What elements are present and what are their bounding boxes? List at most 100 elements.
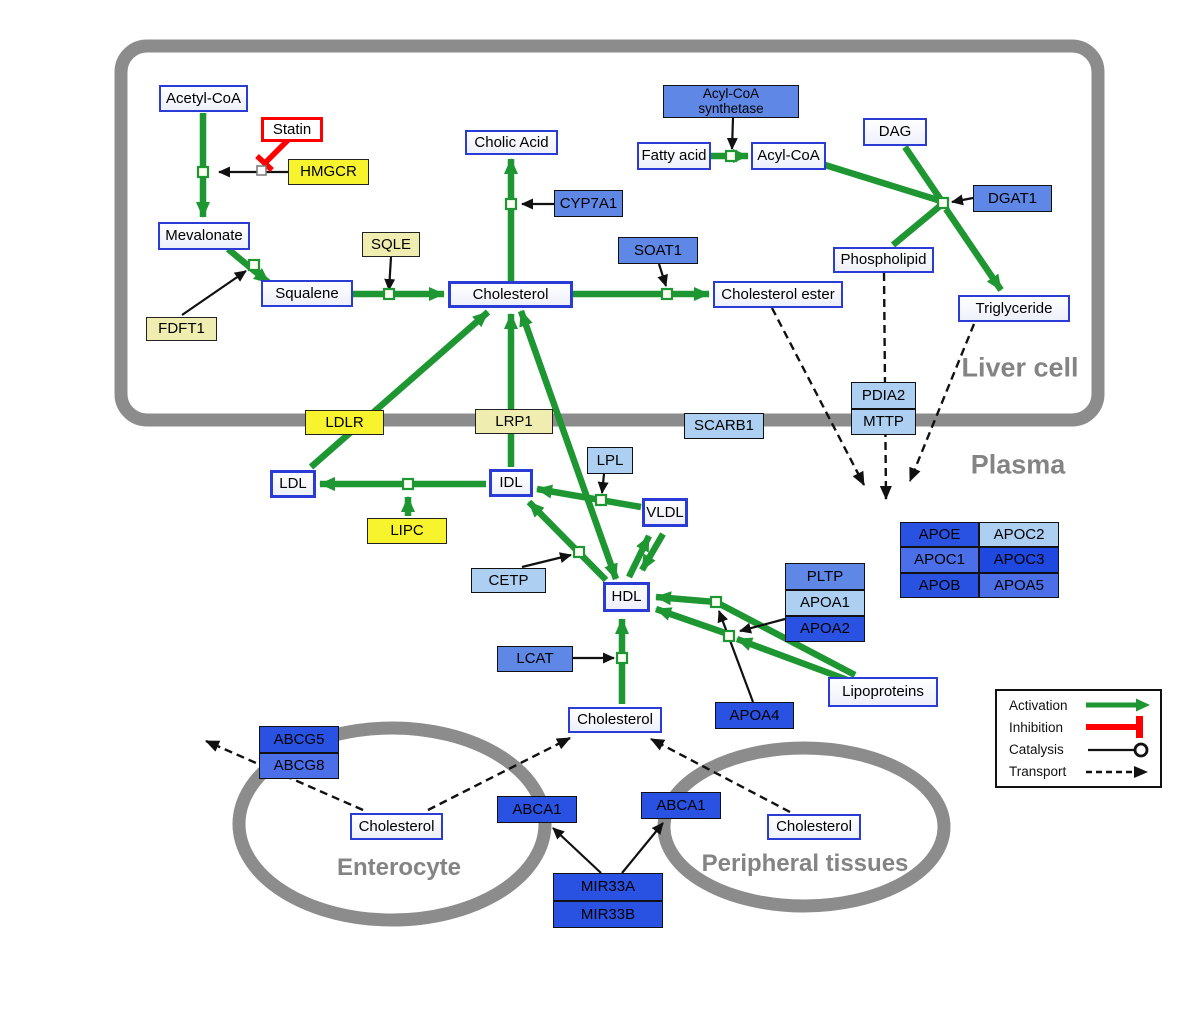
- node-lcat[interactable]: LCAT: [497, 646, 573, 672]
- edge-triglyceride-plasma: [908, 323, 976, 482]
- node-cetp[interactable]: CETP: [471, 568, 546, 593]
- legend-label-catalysis: Catalysis: [1009, 742, 1064, 758]
- label-plasma: Plasma: [970, 449, 1066, 480]
- legend-label-activation: Activation: [1009, 697, 1068, 713]
- edge-mir33-abca1-right: [621, 822, 664, 874]
- node-lipoproteins[interactable]: Lipoproteins: [828, 677, 938, 707]
- edge-acylcoasynthetase-catalysis: [726, 117, 738, 150]
- inhibition-edge: [255, 138, 290, 173]
- edge-lpl-catalysis: [597, 473, 609, 494]
- node-hmgcr[interactable]: HMGCR: [288, 159, 369, 185]
- transport-arrow-icon: [1086, 765, 1148, 778]
- legend-label-inhibition: Inhibition: [1009, 719, 1064, 735]
- node-sqle[interactable]: SQLE: [362, 232, 420, 257]
- legend: Activation Inhibition Catalysis Transpor…: [995, 689, 1162, 788]
- node-fdft1[interactable]: FDFT1: [146, 317, 217, 341]
- node-apoc2[interactable]: APOC2: [979, 522, 1059, 547]
- node-ldlr[interactable]: LDLR: [305, 410, 384, 435]
- legend-row-transport: Transport: [1009, 761, 1152, 782]
- legend-row-catalysis: Catalysis: [1009, 739, 1152, 760]
- node-mttp[interactable]: MTTP: [851, 409, 916, 435]
- edge-vldl-hdl: [639, 532, 666, 572]
- node-squalene[interactable]: Squalene: [261, 280, 353, 307]
- node-cholic-acid[interactable]: Cholic Acid: [465, 130, 558, 155]
- node-apoa1[interactable]: APOA1: [785, 590, 865, 616]
- edge-phospholipid-plasma: [879, 272, 892, 500]
- inhibition-bar-icon: [1086, 716, 1143, 739]
- node-abcg8[interactable]: ABCG8: [259, 753, 339, 779]
- node-fatty-acid[interactable]: Fatty acid: [637, 142, 711, 170]
- node-cholesterol-enterocyte[interactable]: Cholesterol: [350, 813, 443, 840]
- node-mir33b[interactable]: MIR33B: [553, 901, 663, 928]
- node-lpl[interactable]: LPL: [587, 447, 633, 474]
- edge-soat1-catalysis: [657, 263, 668, 287]
- edge-apoa4-catalysis: [717, 610, 755, 703]
- node-mir33a[interactable]: MIR33A: [553, 873, 663, 901]
- catalysis-edges: [181, 117, 974, 874]
- node-lrp1[interactable]: LRP1: [475, 409, 553, 434]
- edge-enterocyte-cholesterol-plasma: [427, 736, 571, 812]
- node-acetyl-coa[interactable]: Acetyl-CoA: [159, 85, 248, 112]
- catalysis-line-icon: [1088, 742, 1149, 758]
- edge-cholesterol-hdl-bidirectional: [517, 309, 620, 581]
- node-lipc[interactable]: LIPC: [367, 518, 447, 544]
- peripheral-tissues-membrane: [657, 741, 951, 913]
- node-cyp7a1[interactable]: CYP7A1: [554, 190, 623, 217]
- enterocyte-membrane: [232, 721, 552, 927]
- statin-inhibition-bar: [255, 153, 274, 173]
- node-cholesterol-peripheral[interactable]: Cholesterol: [767, 814, 861, 840]
- node-apoa2[interactable]: APOA2: [785, 616, 865, 642]
- label-peripheral-tissues: Peripheral tissues: [701, 850, 909, 877]
- node-ldl[interactable]: LDL: [270, 470, 316, 498]
- node-apoc3[interactable]: APOC3: [979, 547, 1059, 573]
- node-phospholipid[interactable]: Phospholipid: [833, 247, 934, 273]
- legend-row-inhibition: Inhibition: [1009, 716, 1152, 739]
- edge-apoa1-catalysis: [739, 617, 786, 634]
- node-cholesterol-liver[interactable]: Cholesterol: [448, 281, 573, 308]
- node-scarb1[interactable]: SCARB1: [684, 413, 764, 439]
- node-idl[interactable]: IDL: [489, 469, 533, 497]
- node-acyl-coa-synthetase[interactable]: Acyl-CoA synthetase: [663, 85, 799, 118]
- node-dag[interactable]: DAG: [863, 118, 927, 146]
- node-apoa5[interactable]: APOA5: [979, 573, 1059, 598]
- inhibition-anchor-square: [256, 165, 267, 176]
- edge-hdl-vldl: [626, 534, 652, 579]
- activation-edges: [196, 113, 1004, 704]
- node-abcg5[interactable]: ABCG5: [259, 726, 339, 753]
- edge-sqle-catalysis: [384, 256, 396, 291]
- node-abca1-peripheral[interactable]: ABCA1: [641, 792, 721, 819]
- edge-anchor-hdl: [654, 605, 727, 637]
- node-mevalonate[interactable]: Mevalonate: [158, 222, 250, 250]
- edge-statin-inhibition: [264, 138, 290, 164]
- edge-cetp-catalysis: [521, 552, 572, 569]
- node-pltp[interactable]: PLTP: [785, 563, 865, 590]
- node-pdia2[interactable]: PDIA2: [851, 382, 916, 409]
- node-statin[interactable]: Statin: [261, 117, 323, 142]
- liver-cell-membrane: [114, 39, 1105, 427]
- edge-junction-phospholipid: [890, 203, 943, 248]
- edge-junction-triglyceride: [943, 207, 1004, 292]
- edge-dgat1-catalysis: [951, 194, 974, 206]
- node-cholesterol-ester[interactable]: Cholesterol ester: [713, 281, 843, 308]
- node-soat1[interactable]: SOAT1: [618, 237, 698, 264]
- activation-arrow-icon: [1086, 698, 1150, 712]
- node-triglyceride[interactable]: Triglyceride: [958, 295, 1070, 322]
- label-liver-cell: Liver cell: [961, 352, 1079, 383]
- edge-mir33-abca1-left: [552, 827, 602, 874]
- node-apoc1[interactable]: APOC1: [900, 547, 979, 573]
- node-apob[interactable]: APOB: [900, 573, 979, 598]
- anchor-squares: [196, 149, 950, 665]
- node-abca1-enterocyte[interactable]: ABCA1: [497, 796, 577, 823]
- node-apoe[interactable]: APOE: [900, 522, 979, 547]
- node-cholesterol-plasma[interactable]: Cholesterol: [568, 707, 662, 733]
- edge-acylcoa-junction: [824, 161, 942, 205]
- legend-label-transport: Transport: [1009, 764, 1067, 780]
- node-vldl[interactable]: VLDL: [642, 498, 688, 527]
- node-hdl[interactable]: HDL: [603, 582, 650, 612]
- node-acyl-coa[interactable]: Acyl-CoA: [751, 142, 826, 170]
- edge-ldl-cholesterol: [308, 309, 491, 470]
- node-dgat1[interactable]: DGAT1: [973, 185, 1052, 212]
- node-apoa4[interactable]: APOA4: [715, 702, 794, 729]
